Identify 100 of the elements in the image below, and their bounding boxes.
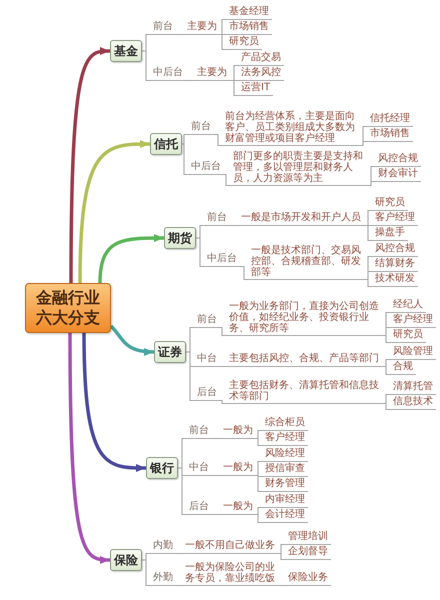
connector-line (212, 514, 220, 515)
connector-line (212, 475, 220, 476)
connector-line (142, 50, 150, 81)
connector-line (212, 438, 220, 439)
leaf-topic-label: 内审经理 (262, 493, 308, 508)
connector-line (214, 134, 222, 146)
subtopic-label: 前台 (204, 211, 230, 226)
connector-line (220, 400, 226, 404)
leaf-topic-label: 市场销售 (226, 20, 272, 35)
leaf-topic-label: 研究员 (226, 35, 262, 50)
connector-line (182, 144, 188, 175)
subtopic-label: 中后台 (204, 252, 240, 267)
connector-line (366, 279, 372, 287)
connector-line (280, 585, 286, 586)
subtopic-label: 一般为业务部门，直接为公司创造价值，如经纪业务、投资银行业务、研究所等 (226, 300, 384, 336)
branch-arrow (82, 332, 146, 472)
leaf-topic-label: 结算财务 (372, 257, 418, 272)
leaf-topic-label: 客户经理 (390, 313, 436, 328)
leaf-topic-label: 风控合规 (372, 242, 418, 257)
connector-line (224, 174, 230, 186)
subtopic-label: 一般为 (220, 424, 256, 439)
connector-line (220, 366, 226, 367)
leaf-topic-label: 产品交易 (238, 51, 284, 66)
leaf-topic-label: 技术研发 (372, 272, 418, 287)
connector-line (182, 134, 188, 144)
subtopic-label: 一般是市场开发和开户人员 (238, 211, 364, 226)
connector-line (220, 34, 226, 35)
subtopic-label: 内勤 (150, 539, 176, 554)
connector-line (366, 271, 372, 280)
subtopic-label: 一般为保险公司的业务专员，靠业绩吃饭 (182, 561, 280, 586)
connector-line (220, 34, 226, 50)
connector-line (186, 80, 194, 81)
connector-line (278, 553, 286, 560)
connector-line (256, 430, 262, 439)
leaf-topic-label: 信托经理 (367, 112, 413, 127)
leaf-topic-label: 研究员 (372, 196, 408, 211)
leaf-topic-label: 信息技术 (390, 395, 436, 410)
subtopic-label: 外勤 (150, 571, 176, 586)
subtopic-label: 主要包括财务、清算托管和信息技术等部门 (226, 379, 384, 404)
leaf-topic-label: 市场销售 (367, 127, 413, 142)
subtopic-label: 前台 (186, 424, 212, 439)
subtopic-label: 一般是技术部门、交易风控部、合规稽查部、研发部等 (248, 244, 366, 280)
connector-line (220, 327, 226, 336)
branch-topic-box: 保险 (110, 549, 142, 571)
subtopic-label: 一般为 (220, 500, 256, 515)
connector-line (176, 585, 182, 586)
connector-line (230, 80, 238, 96)
subtopic-label: 中后台 (150, 66, 186, 81)
leaf-topic-label: 会计经理 (262, 508, 308, 523)
connector-line (230, 225, 238, 226)
branch-topic-box: 证券 (154, 341, 186, 363)
subtopic-label: 部门更多的职责主要是支持和管理，多以管理层和财务人员，人力资源等为主 (230, 150, 368, 186)
leaf-topic-label: 保险业务 (285, 571, 331, 586)
leaf-topic-label: 研究员 (390, 328, 426, 343)
branch-arrow (78, 140, 150, 284)
connector-line (278, 544, 286, 554)
subtopic-label: 后台 (194, 386, 220, 401)
subtopic-label: 主要为 (184, 20, 220, 35)
leaf-topic-label: 综合柜员 (262, 416, 308, 431)
connector-line (176, 34, 184, 35)
subtopic-label: 中后台 (188, 160, 224, 175)
connector-line (256, 438, 262, 446)
connector-line (256, 461, 262, 476)
leaf-topic-label: 风险经理 (262, 447, 308, 462)
subtopic-label: 主要包括风控、合规、产品等部门 (226, 352, 382, 367)
branch-arrow (98, 234, 164, 284)
connector-line (364, 225, 372, 241)
branch-topic-box: 信托 (150, 133, 182, 155)
connector-line (256, 507, 262, 515)
leaf-topic-label: 财会审计 (375, 167, 421, 182)
leaf-topic-label: 运营IT (238, 81, 274, 96)
leaf-topic-label: 管理培训 (285, 530, 331, 545)
connector-line (360, 141, 368, 146)
connector-line (256, 514, 262, 523)
subtopic-label: 前台 (188, 120, 214, 135)
leaf-topic-label: 客户经理 (262, 431, 308, 446)
connector-line (384, 335, 390, 343)
leaf-topic-label: 清算托管 (390, 380, 436, 395)
branch-topic-box: 期货 (164, 227, 196, 249)
leaf-topic-label: 操盘手 (372, 226, 408, 241)
connector-line (368, 181, 376, 186)
leaf-topic-label: 企划督导 (285, 545, 331, 560)
connector-line (384, 403, 390, 410)
connector-line (256, 475, 262, 477)
subtopic-label: 一般不用自己做业务 (182, 539, 278, 554)
leaf-topic-label: 客户经理 (372, 211, 418, 226)
central-topic-box: 金融行业六大分支 (25, 283, 111, 333)
branch-arrow (68, 332, 110, 564)
leaf-topic-label: 风险管理 (390, 345, 436, 360)
branch-arrow (110, 324, 154, 356)
leaf-topic-label: 合规 (390, 360, 416, 375)
leaf-topic-label: 授信审查 (262, 462, 308, 477)
subtopic-label: 前台 (194, 313, 220, 328)
leaf-topic-label: 风控合规 (375, 152, 421, 167)
subtopic-label: 中台 (194, 352, 220, 367)
branch-topic-box: 基金 (110, 40, 142, 62)
subtopic-label: 一般为 (220, 461, 256, 476)
connector-line (256, 475, 262, 492)
connector-line (384, 327, 390, 336)
connector-line (240, 266, 248, 280)
